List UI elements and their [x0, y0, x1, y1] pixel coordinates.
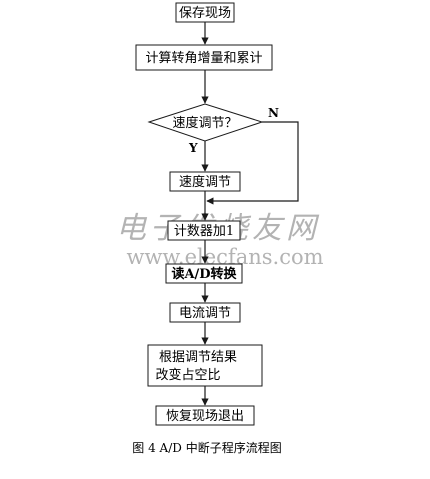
- node-label: 恢复现场退出: [166, 409, 244, 424]
- node-label: 电流调节: [179, 306, 231, 321]
- edges: [201, 22, 299, 406]
- node-label-line1: 根据调节结果: [159, 350, 237, 365]
- node-duty: 根据调节结果 改变占空比: [147, 344, 263, 387]
- figure-caption: 图 4 A/D 中断子程序流程图: [132, 440, 281, 455]
- node-current: 电流调节: [169, 302, 241, 323]
- node-counter: 计数器加1: [167, 220, 241, 241]
- process-box: [165, 263, 243, 284]
- node-save: 保存现场: [175, 2, 235, 23]
- node-speed-decision: 速度调节？: [147, 103, 264, 142]
- process-box: [155, 405, 255, 426]
- node-label: 保存现场: [179, 6, 231, 21]
- node-exit: 恢复现场退出: [155, 405, 255, 426]
- edge-label-yes: Y: [188, 141, 198, 155]
- edge-label-no: N: [268, 106, 279, 120]
- process-box: [167, 220, 241, 241]
- node-speed: 速度调节: [169, 171, 241, 192]
- node-label: 计算转角增量和累计: [145, 51, 262, 66]
- node-label: 速度调节？: [172, 115, 237, 131]
- process-box: [147, 344, 263, 387]
- node-label: 读A/D转换: [171, 266, 237, 282]
- edge-decision-counter-no: [206, 121, 299, 205]
- node-label: 计数器加1: [174, 224, 234, 239]
- watermark: 电子发烧友网 www.elecfans.com: [116, 211, 324, 269]
- process-box: [135, 44, 273, 71]
- node-label: 速度调节: [179, 174, 231, 190]
- node-ad: 读A/D转换: [165, 263, 243, 284]
- node-label-line2: 改变占空比: [155, 367, 220, 383]
- node-calc: 计算转角增量和累计: [135, 44, 273, 71]
